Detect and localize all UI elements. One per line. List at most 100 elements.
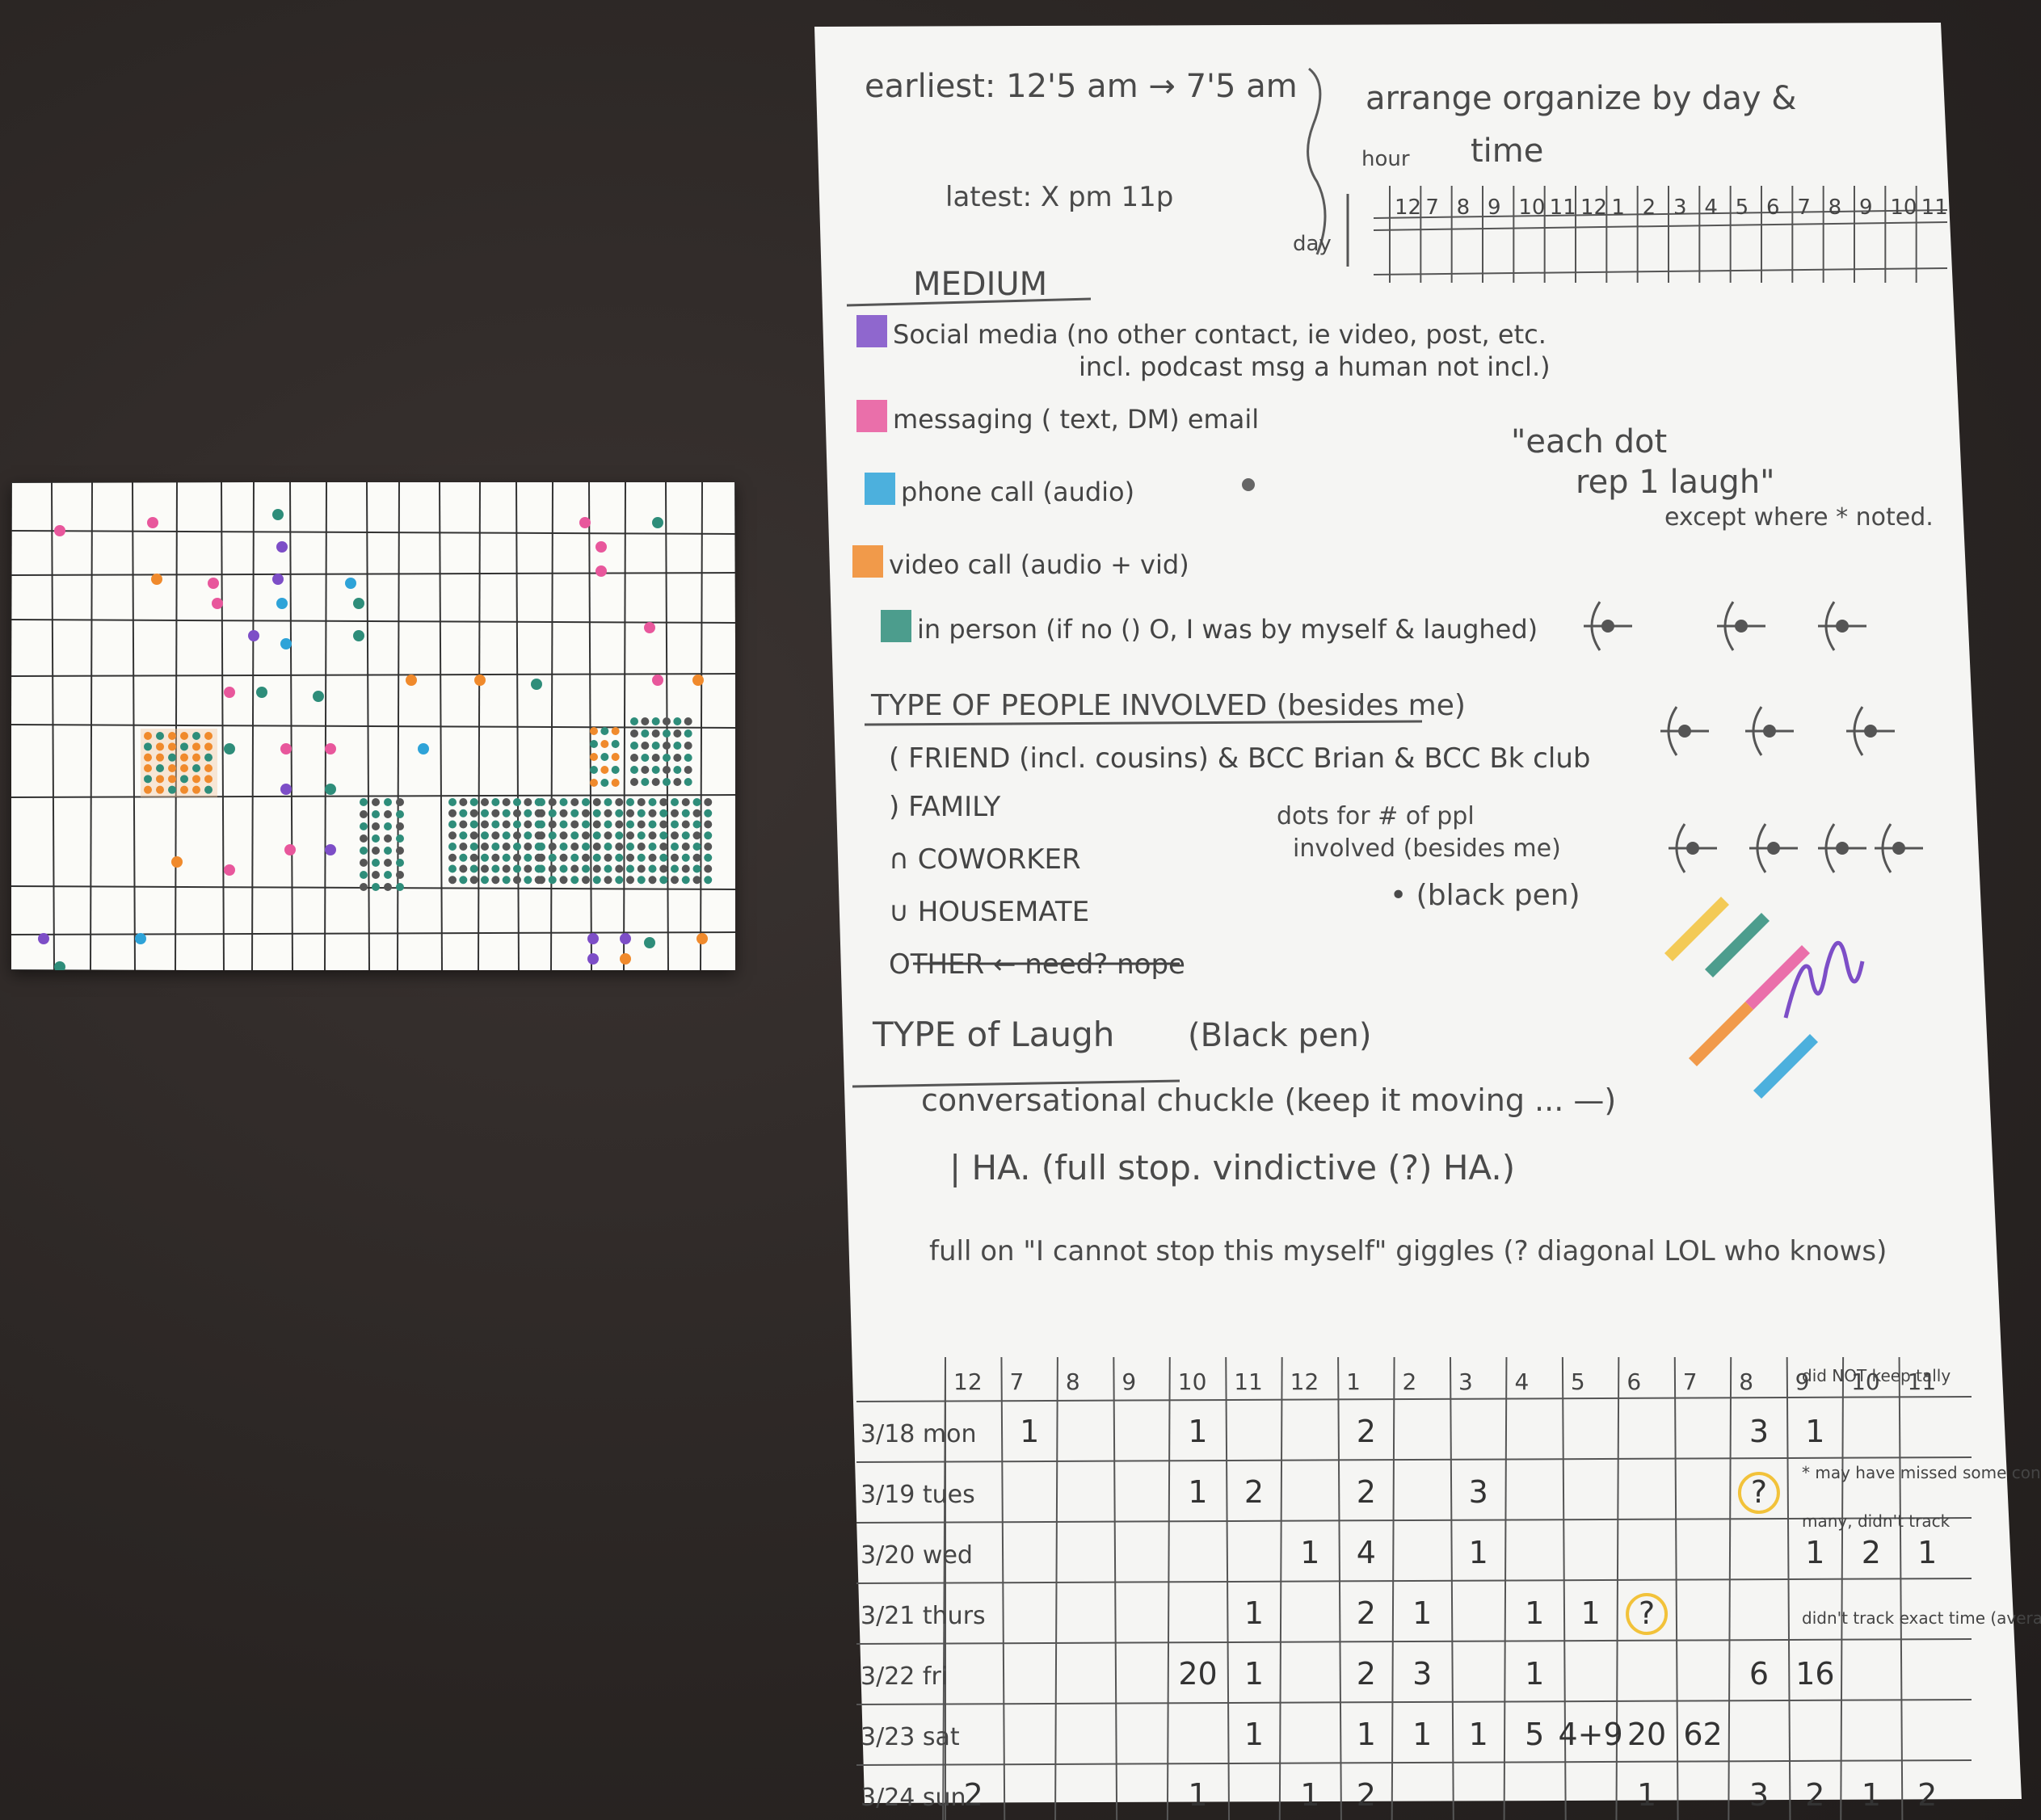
header-hour-label: 1 — [1611, 195, 1625, 220]
card-cluster-dot — [692, 831, 701, 840]
card-cluster-dot — [684, 717, 692, 725]
card-cluster-dot — [192, 742, 200, 751]
tally-question-circle — [1737, 1472, 1780, 1514]
card-cluster-dot — [681, 798, 690, 806]
card-cluster-dot — [570, 820, 579, 829]
card-cluster-dot — [192, 775, 200, 784]
card-cluster-dot — [615, 809, 624, 818]
card-cluster-dot — [637, 798, 646, 806]
tally-count: 1 — [1469, 1717, 1488, 1752]
card-cluster-dot — [663, 754, 671, 762]
card-cluster-dot — [448, 820, 457, 829]
header-hour-label: 4 — [1704, 195, 1718, 220]
tally-hour-label: 3 — [1458, 1368, 1473, 1395]
card-cluster-dot — [469, 820, 478, 829]
tally-count: 3 — [1749, 1414, 1769, 1449]
card-cluster-dot — [615, 843, 624, 851]
tally-col-line — [1561, 1356, 1567, 1820]
card-cluster-dot — [604, 843, 612, 851]
medium-label: phone call (audio) — [901, 477, 1134, 507]
medium-swatch — [856, 400, 887, 432]
card-cluster-dot — [502, 864, 511, 873]
tally-hour-label: 10 — [1178, 1368, 1207, 1395]
card-dot — [531, 679, 542, 690]
card-cluster-dot — [168, 753, 176, 762]
card-cluster-dot — [684, 778, 692, 786]
card-cluster-dot — [502, 820, 511, 829]
medium-label: messaging ( text, DM) email — [893, 404, 1259, 435]
card-cluster-dot — [513, 820, 521, 829]
tally-hour-label: 12 — [953, 1368, 983, 1395]
card-cluster-dot — [481, 876, 489, 885]
header-hour-label: 2 — [1643, 195, 1656, 220]
card-cluster-dot — [459, 864, 468, 873]
medium-swatch — [865, 473, 895, 505]
card-cluster-dot — [548, 809, 557, 818]
card-cluster-dot — [663, 717, 671, 725]
card-cluster-dot — [502, 853, 511, 862]
symbol-stroke — [1749, 823, 1798, 873]
symbol-stroke — [1584, 601, 1632, 651]
card-cluster-dot — [600, 740, 609, 748]
header-hour-label: 9 — [1488, 195, 1501, 220]
card-cluster-dot — [626, 876, 634, 885]
card-row-line — [11, 931, 735, 935]
tally-side-note: many, didn't track — [1802, 1511, 1951, 1531]
card-dot — [54, 961, 65, 970]
card-dot — [406, 675, 417, 686]
dot-note-2: rep 1 laugh" — [1576, 464, 1775, 501]
card-cluster-dot — [630, 742, 638, 750]
brace — [1307, 67, 1327, 255]
card-cluster-dot — [626, 831, 634, 840]
card-cluster-dot — [582, 831, 590, 840]
card-cluster-dot — [600, 753, 609, 761]
card-cluster-dot — [360, 883, 368, 891]
card-cluster-dot — [469, 853, 478, 862]
tally-count: 2 — [1917, 1777, 1937, 1813]
card-cluster-bg — [141, 729, 217, 797]
card-dot — [208, 578, 219, 589]
card-cluster-dot — [524, 853, 532, 862]
card-cluster-dot — [524, 809, 532, 818]
card-cluster-dot — [592, 864, 601, 873]
card-cluster-dot — [684, 742, 692, 750]
card-cluster-dot — [590, 727, 598, 735]
card-cluster-dot — [681, 831, 690, 840]
card-cluster-dot — [502, 843, 511, 851]
card-dot — [272, 509, 284, 520]
card-col-line — [132, 482, 136, 970]
card-cluster-dot — [448, 843, 457, 851]
card-cluster-dot — [459, 853, 468, 862]
card-dot — [474, 675, 486, 686]
card-cluster-dot — [491, 820, 500, 829]
card-dot — [147, 517, 158, 528]
header-row-line — [1373, 267, 1948, 275]
card-cluster-dot — [559, 831, 568, 840]
card-cluster-dot — [671, 853, 679, 862]
tally-row-line — [856, 1517, 1972, 1524]
card-cluster-dot — [592, 876, 601, 885]
card-cluster-dot — [651, 717, 660, 725]
card-cluster-dot — [156, 764, 164, 772]
card-cluster-dot — [630, 778, 638, 786]
people-label: ) FAMILY — [889, 791, 1001, 823]
card-cluster-dot — [641, 729, 650, 738]
card-cluster-dot — [637, 843, 646, 851]
card-dot — [620, 953, 631, 965]
medium-label: in person (if no () O, I was by myself &… — [917, 614, 1538, 645]
tally-count: 1 — [1581, 1595, 1601, 1631]
card-cluster-dot — [626, 864, 634, 873]
tally-day-label: 3/19 tues — [861, 1481, 975, 1509]
color-swatch — [1689, 1002, 1753, 1066]
card-dot — [692, 675, 704, 686]
tally-day-label: 3/20 wed — [861, 1541, 973, 1570]
header-hour-label: 6 — [1766, 195, 1780, 220]
color-swatch — [1753, 1034, 1818, 1099]
card-cluster-dot — [582, 876, 590, 885]
day-label: day — [1293, 232, 1332, 256]
card-cluster-dot — [663, 778, 671, 786]
card-cluster-dot — [570, 876, 579, 885]
card-cluster-dot — [372, 883, 380, 891]
card-cluster-dot — [692, 876, 701, 885]
card-cluster-dot — [671, 820, 679, 829]
